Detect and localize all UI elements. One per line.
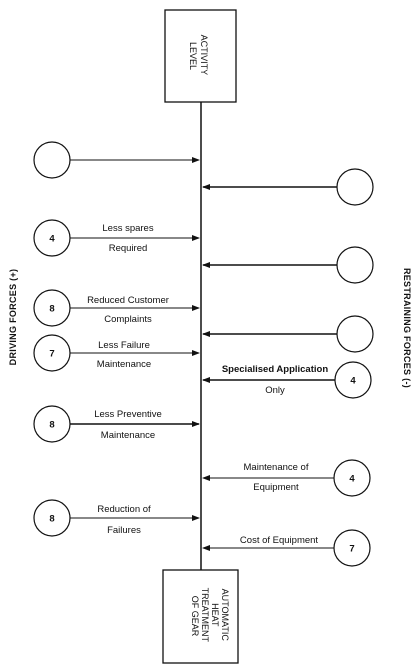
driving-force-3-label-top: Reduced Customer — [87, 295, 169, 306]
svg-text:AUTOMATIC HEAT TRE: AUTOMATIC HEAT TREATMENT OF GEAR — [190, 588, 230, 645]
restraining-force-4: 4 Specialised Application Only — [202, 361, 372, 399]
restraining-force-6-label-top: Cost of Equipment — [240, 535, 319, 546]
restraining-force-4-label-bottom: Only — [265, 385, 285, 396]
activity-level-line-2: LEVEL — [188, 42, 198, 70]
driving-force-6-label-top: Reduction of — [97, 504, 151, 515]
bottom-box-line-2: HEAT — [210, 603, 220, 627]
driving-force-6-score: 8 — [49, 514, 54, 525]
driving-force-1 — [33, 141, 200, 179]
restraining-force-4-score: 4 — [350, 376, 356, 387]
restraining-force-4-label-top: Specialised Application — [222, 364, 328, 375]
svg-text:ACTIVITY LEVEL: ACTIVITY LEVEL — [188, 35, 209, 78]
driving-force-5-label-bottom: Maintenance — [101, 430, 155, 441]
driving-force-3-label-bottom: Complaints — [104, 314, 152, 325]
activity-level-box: ACTIVITY LEVEL — [164, 9, 237, 103]
activity-level-line-1: ACTIVITY — [199, 35, 209, 76]
driving-force-2-label-top: Less spares — [102, 223, 153, 234]
bottom-box-line-1: AUTOMATIC — [220, 589, 230, 642]
driving-force-3: 8 Reduced Customer Complaints — [33, 289, 200, 327]
driving-force-2: 4 Less spares Required — [33, 219, 200, 257]
driving-force-5: 8 Less Preventive Maintenance — [33, 405, 200, 443]
driving-force-6: 8 Reduction of Failures — [33, 499, 200, 537]
bottom-box-line-3: TREATMENT — [200, 588, 210, 643]
restraining-force-1 — [202, 168, 374, 206]
driving-force-5-score: 8 — [49, 420, 54, 431]
restraining-force-2 — [202, 246, 374, 284]
restraining-force-6: 7 Cost of Equipment — [202, 529, 371, 567]
driving-force-3-score: 8 — [49, 304, 54, 315]
restraining-force-3 — [202, 315, 374, 353]
restraining-force-5-label-top: Maintenance of — [244, 462, 309, 473]
driving-force-4-label-bottom: Maintenance — [97, 359, 151, 370]
restraining-forces-label: RESTRAINING FORCES (-) — [402, 268, 412, 388]
driving-force-4-label-top: Less Failure — [98, 340, 150, 351]
driving-force-4: 7 Less Failure Maintenance — [33, 334, 200, 372]
driving-force-6-label-bottom: Failures — [107, 525, 141, 536]
restraining-force-5: 4 Maintenance of Equipment — [202, 459, 371, 497]
automatic-heat-treatment-box: AUTOMATIC HEAT TREATMENT OF GEAR — [162, 569, 239, 664]
restraining-force-6-score: 7 — [349, 544, 354, 555]
driving-force-5-label-top: Less Preventive — [94, 409, 162, 420]
restraining-force-5-label-bottom: Equipment — [253, 482, 299, 493]
bottom-box-line-4: OF GEAR — [190, 596, 200, 637]
restraining-force-5-score: 4 — [349, 474, 355, 485]
driving-force-2-label-bottom: Required — [109, 243, 148, 254]
driving-force-4-score: 7 — [49, 349, 54, 360]
driving-forces-label: DRIVING FORCES (+) — [8, 269, 18, 366]
driving-force-2-score: 4 — [49, 234, 55, 245]
